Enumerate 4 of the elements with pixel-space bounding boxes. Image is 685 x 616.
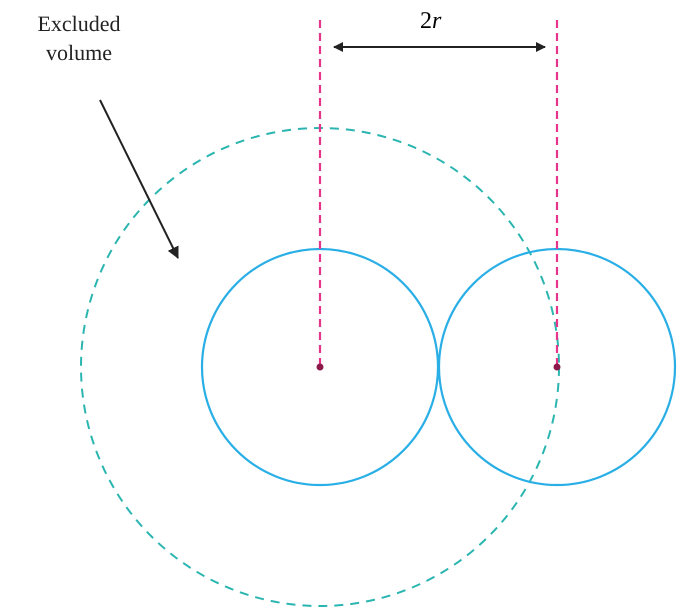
excluded-volume-circle	[80, 127, 560, 607]
leader-arrow	[99, 100, 179, 259]
dimension-label: 2r	[420, 8, 442, 35]
callout-label: Excluded volume	[14, 10, 144, 68]
